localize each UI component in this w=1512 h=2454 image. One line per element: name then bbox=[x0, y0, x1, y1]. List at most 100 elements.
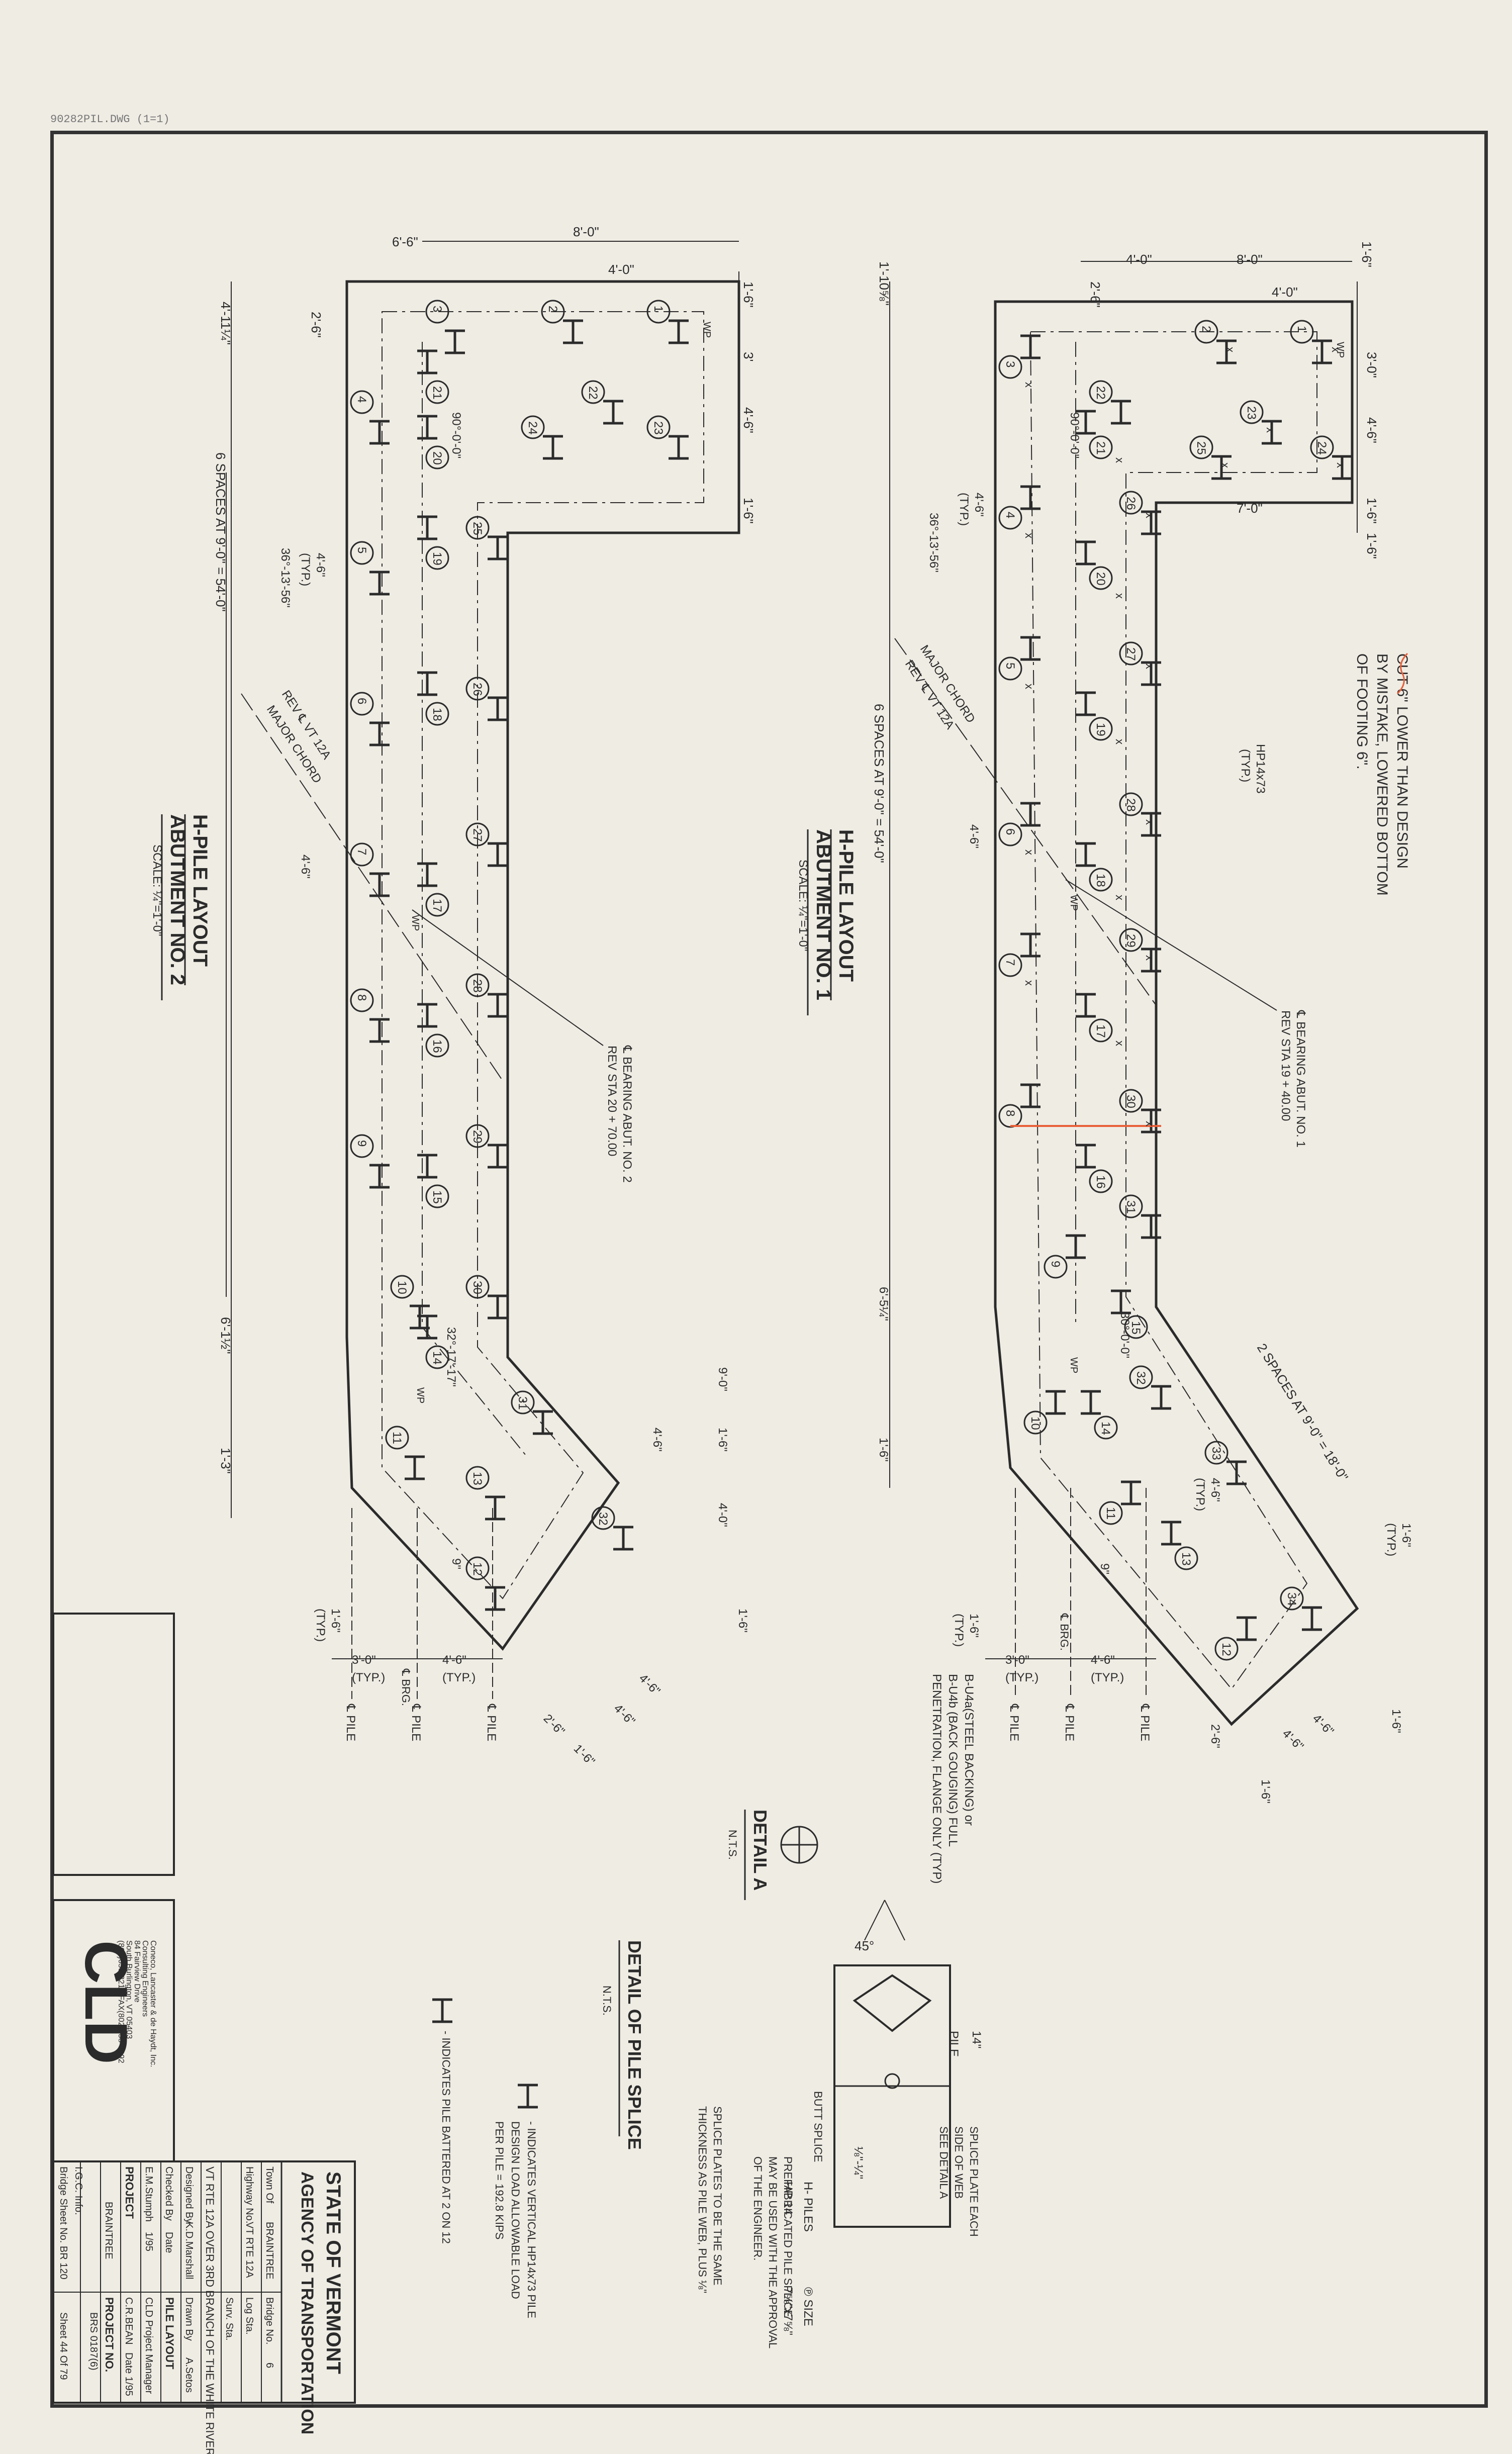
pile-number: 22 bbox=[1094, 386, 1107, 400]
h-pile-symbol bbox=[669, 319, 689, 344]
work-point-label: WP bbox=[1068, 1357, 1079, 1373]
h-pile-symbol bbox=[1302, 1606, 1322, 1631]
pile-number: 5 bbox=[1003, 663, 1017, 669]
h-pile-symbol bbox=[669, 435, 689, 460]
pile-number-circle bbox=[425, 1345, 449, 1369]
dimension-label: 3'-0" bbox=[1005, 1653, 1029, 1667]
h-pile-symbol bbox=[1216, 339, 1237, 364]
title-row-value: BRAINTREE bbox=[264, 2222, 275, 2279]
markup-x: x bbox=[1144, 664, 1156, 669]
splice-note: BUTT SPLICE bbox=[812, 2091, 824, 2162]
pile-number: 7 bbox=[1003, 959, 1017, 966]
splice-scale: N.T.S. bbox=[601, 1986, 613, 2016]
pile-number: 15 bbox=[430, 1190, 444, 1204]
splice-table-header: H- PILES bbox=[801, 2182, 815, 2232]
pile-number: 8 bbox=[355, 994, 368, 1001]
pile-number-circle bbox=[998, 355, 1022, 379]
markup-x: x bbox=[1224, 347, 1237, 352]
pile-number-circle bbox=[1119, 792, 1143, 816]
pile-number-circle bbox=[1044, 1255, 1068, 1279]
splice-plate bbox=[853, 1974, 932, 2032]
h-pile-symbol bbox=[369, 1164, 390, 1189]
detail-title: DETAIL A bbox=[750, 1810, 771, 1891]
h-pile-symbol bbox=[1020, 485, 1041, 510]
h-pile-symbol bbox=[488, 842, 508, 867]
dimension-label: 1'-6" bbox=[741, 281, 756, 308]
h-pile-symbol bbox=[1312, 339, 1332, 364]
bearing-note: ℄ BEARING ABUT. NO. 2 bbox=[620, 1045, 634, 1183]
markup-x: x bbox=[1264, 427, 1277, 433]
markup-x: x bbox=[1330, 347, 1342, 352]
sheet-name: PILE LAYOUT bbox=[163, 2297, 176, 2370]
pile-number-circle bbox=[425, 445, 449, 469]
h-pile-symbol bbox=[417, 1003, 437, 1028]
pile-number-circle bbox=[1023, 1410, 1048, 1435]
pile-type-note: (TYP.) bbox=[1239, 749, 1252, 782]
pile-number: 10 bbox=[395, 1281, 409, 1294]
pile-number-circle bbox=[1089, 1018, 1113, 1043]
pile-number: 18 bbox=[1094, 874, 1107, 887]
title-value: Sheet 44 Of 79 bbox=[58, 2312, 69, 2380]
legend-text: DESIGN LOAD ALLOWABLE LOAD bbox=[509, 2121, 522, 2299]
angle-label: 90°-0'-0" bbox=[449, 412, 463, 458]
work-point-label: WP bbox=[1335, 342, 1346, 358]
pile-number: 20 bbox=[430, 451, 444, 465]
pile-number: 13 bbox=[1179, 1552, 1193, 1566]
pile-number-circle bbox=[1129, 1365, 1153, 1389]
pile-number: 6 bbox=[1003, 828, 1017, 835]
dimension-label: 4'-6" bbox=[442, 1653, 466, 1667]
firm-address: Coneco, Lancaster & de Haydt, Inc. bbox=[149, 1940, 157, 2067]
dimension-label: 4'-0" bbox=[716, 1503, 729, 1527]
pile-number: 11 bbox=[1104, 1507, 1117, 1520]
pile-number: 4 bbox=[1003, 512, 1017, 518]
dimension-label: 4'-6" bbox=[299, 855, 312, 879]
h-pile-symbol bbox=[1151, 1385, 1171, 1410]
pile-number-circle bbox=[425, 1184, 449, 1208]
pile-number-circle bbox=[425, 1033, 449, 1058]
title-row-label: Surv. Sta. bbox=[224, 2297, 235, 2340]
dimension-label: 4'-0" bbox=[608, 262, 634, 277]
pile-number-circle bbox=[1204, 1441, 1228, 1465]
h-pile-symbol bbox=[1076, 540, 1096, 565]
h-pile-symbol bbox=[1076, 993, 1096, 1018]
dimension-label: (TYP.) bbox=[352, 1671, 385, 1684]
pile-number-circle bbox=[1124, 1315, 1148, 1339]
angle-label: 36°-13'-56" bbox=[278, 548, 292, 608]
rev-centerline bbox=[894, 638, 1157, 1006]
pile-number: 9 bbox=[1049, 1261, 1062, 1267]
bearing-note: ℄ BEARING ABUT. NO. 1 bbox=[1294, 1010, 1307, 1148]
pile-number: 27 bbox=[470, 828, 484, 842]
abutment-1-plan: 4'-0"8'-0"4'-0"1'-6"2'-6"1'-10⅝"3'-0"4'-… bbox=[796, 241, 1413, 1804]
pile-number: 24 bbox=[1315, 441, 1329, 455]
title-value: Date 1/95 bbox=[123, 2352, 134, 2396]
h-pile-symbol bbox=[432, 1998, 452, 2023]
pile-number: 3 bbox=[1003, 361, 1017, 367]
markup-brace bbox=[1396, 652, 1408, 695]
pile-number-circle bbox=[350, 1134, 374, 1158]
h-pile-symbol bbox=[369, 721, 390, 746]
splice-table-value: HP 14 bbox=[781, 2182, 795, 2215]
markup-x: x bbox=[1023, 382, 1035, 388]
pile-number: 2 bbox=[546, 306, 559, 312]
detail-a: DETAIL AN.T.S.B-U4a(STEEL BACKING) orB-U… bbox=[726, 1674, 976, 2179]
pile-number: 15 bbox=[1129, 1321, 1143, 1335]
title-value: BRAINTREE bbox=[103, 2202, 114, 2259]
dimension-label: 3'-0" bbox=[1364, 352, 1379, 378]
pile-number: 14 bbox=[1099, 1422, 1112, 1435]
firm-address: (802)658-8213 FAX(802)658-3692 bbox=[117, 1940, 125, 2063]
pile-number: 25 bbox=[1194, 441, 1208, 455]
pile-number-circle bbox=[1214, 1637, 1239, 1661]
h-pile-symbol bbox=[1332, 455, 1352, 480]
splice-note: OF THE ENGINEER. bbox=[751, 2156, 764, 2260]
pile-number-circle bbox=[511, 1390, 535, 1414]
splice-note: MAY BE USED WITH THE APPROVAL bbox=[767, 2156, 779, 2348]
title-row-value: 6 bbox=[264, 2363, 275, 2368]
pile-number-circle bbox=[465, 1124, 490, 1148]
weld-angle: 45° bbox=[855, 1938, 874, 1953]
dimension-label: 1'-6" bbox=[736, 1609, 749, 1633]
h-pile-symbol bbox=[369, 1018, 390, 1043]
h-pile-symbol bbox=[1111, 1289, 1131, 1314]
footing-outline bbox=[994, 300, 1359, 1726]
pile-number-circle bbox=[1119, 1194, 1143, 1218]
project-description: VT RTE 12A OVER 3RD BRANCH OF THE WHITE … bbox=[204, 2166, 216, 2454]
